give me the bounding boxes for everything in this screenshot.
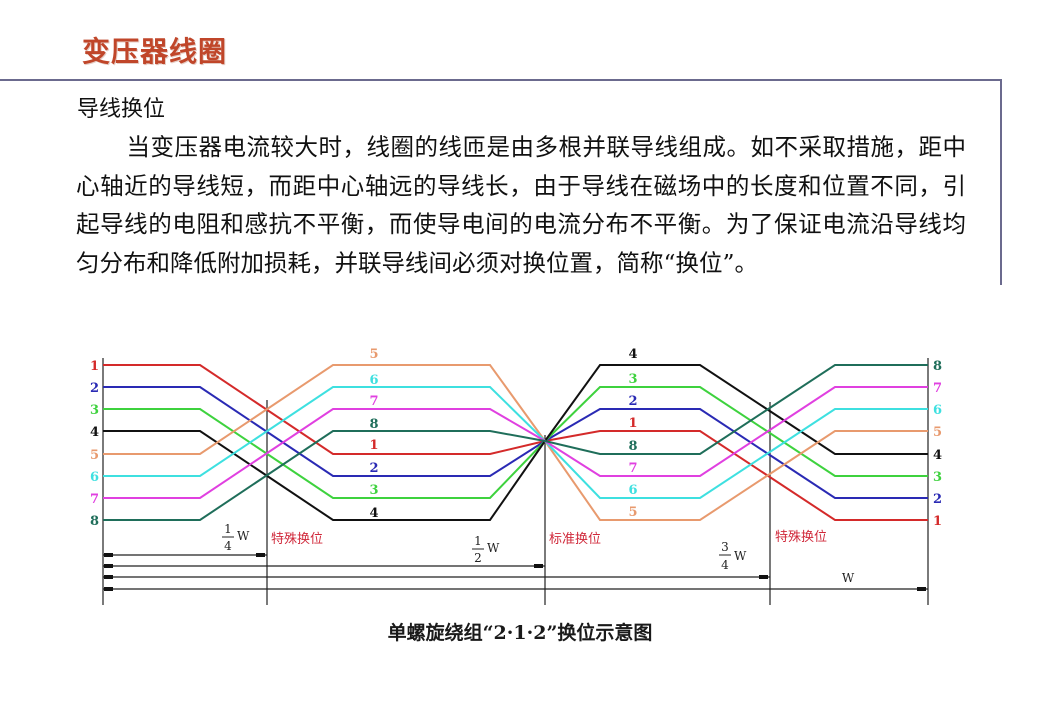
seg2-label-1: 1 [369, 438, 378, 453]
segment2-wire-labels: 5 6 7 8 1 2 3 4 [369, 347, 378, 521]
content-frame-border [0, 79, 1002, 285]
right-label-7: 7 [933, 381, 942, 396]
right-label-5: 5 [933, 425, 942, 440]
seg2-label-8: 8 [369, 417, 378, 432]
wire-5 [103, 364, 928, 521]
svg-text:W: W [487, 541, 500, 555]
wire-6 [103, 386, 928, 499]
special-transposition-note-1: 特殊换位 [271, 532, 323, 547]
standard-transposition-note: 标准换位 [549, 532, 601, 547]
diagram-caption: 单螺旋绕组“2·1·2”换位示意图 [387, 622, 653, 644]
svg-text:3: 3 [721, 540, 729, 554]
right-label-8: 8 [933, 359, 942, 374]
wire-4 [103, 364, 928, 521]
right-label-6: 6 [933, 403, 942, 418]
left-label-4: 4 [90, 425, 99, 440]
full-w-label: W [842, 571, 855, 585]
dimension-arrowheads [104, 553, 926, 591]
left-label-3: 3 [90, 403, 99, 418]
right-label-3: 3 [933, 470, 942, 485]
left-label-6: 6 [90, 470, 99, 485]
right-wire-labels: 8 7 6 5 4 3 2 1 [933, 359, 942, 529]
left-label-5: 5 [90, 448, 99, 463]
segment3-wire-labels: 4 3 2 1 8 7 6 5 [628, 347, 637, 520]
seg3-label-1: 1 [628, 416, 637, 431]
wire-2 [103, 386, 928, 499]
right-label-4: 4 [933, 448, 942, 463]
seg3-label-2: 2 [628, 394, 637, 409]
left-wire-labels: 1 2 3 4 5 6 7 8 [90, 359, 99, 529]
svg-text:W: W [237, 529, 250, 543]
wire-1 [103, 364, 928, 521]
body-paragraph: 当变压器电流较大时，线圈的线匝是由多根并联导线组成。如不采取措施，距中心轴近的导… [76, 128, 966, 282]
transposition-diagram: 1 2 3 4 5 6 7 8 5 6 7 8 1 2 3 4 4 3 2 1 … [0, 330, 1040, 620]
right-label-2: 2 [933, 492, 942, 507]
svg-text:1: 1 [224, 522, 232, 536]
seg2-label-5: 5 [369, 347, 378, 362]
seg2-label-6: 6 [369, 373, 378, 388]
wire-8 [103, 364, 928, 521]
svg-text:1: 1 [474, 534, 482, 548]
left-label-1: 1 [90, 359, 99, 374]
three-quarter-w-label: 3 4 W [719, 540, 747, 572]
svg-text:W: W [734, 549, 747, 563]
seg2-label-2: 2 [369, 461, 378, 476]
wire-7 [103, 386, 928, 499]
seg3-label-5: 5 [628, 505, 637, 520]
left-label-8: 8 [90, 514, 99, 529]
reference-lines [102, 358, 929, 605]
seg2-label-4: 4 [369, 506, 378, 521]
wires [103, 364, 928, 521]
section-heading: 导线换位 [77, 97, 166, 122]
seg3-label-7: 7 [628, 461, 637, 476]
svg-text:4: 4 [224, 539, 232, 553]
left-label-7: 7 [90, 492, 99, 507]
left-label-2: 2 [90, 381, 99, 396]
seg2-label-3: 3 [369, 483, 378, 498]
slide-title: 变压器线圈 [82, 35, 228, 68]
wire-3 [103, 386, 928, 499]
seg3-label-6: 6 [628, 483, 637, 498]
special-transposition-note-2: 特殊换位 [775, 530, 827, 545]
svg-text:4: 4 [721, 558, 729, 572]
body-paragraph-text: 当变压器电流较大时，线圈的线匝是由多根并联导线组成。如不采取措施，距中心轴近的导… [76, 133, 966, 277]
dimension-labels: 1 4 W 1 2 W 3 4 W W [222, 522, 855, 585]
seg3-label-4: 4 [628, 347, 637, 362]
right-label-1: 1 [933, 514, 942, 529]
seg3-label-3: 3 [628, 372, 637, 387]
quarter-w-label: 1 4 W [222, 522, 250, 553]
seg2-label-7: 7 [369, 394, 378, 409]
seg3-label-8: 8 [628, 439, 637, 454]
half-w-label: 1 2 W [472, 534, 500, 565]
svg-text:2: 2 [474, 551, 482, 565]
dimension-lines [103, 554, 928, 590]
